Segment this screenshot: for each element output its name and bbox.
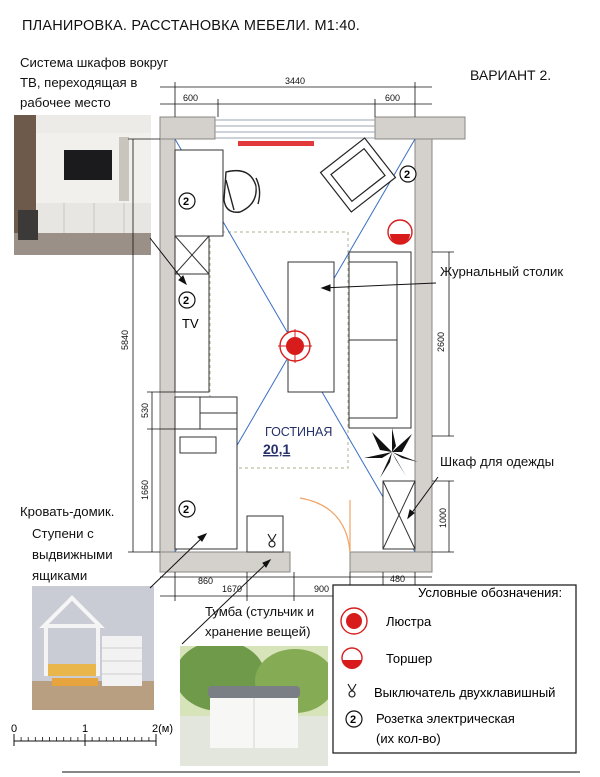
svg-text:480: 480 [390,574,405,584]
tv-system-label-2: ТВ, переходящая в [20,75,138,90]
scale-1: 1 [82,723,88,735]
carpet [209,231,349,469]
room-area: 20,1 [263,441,290,457]
chandelier-icon [278,329,312,363]
bed-house [174,396,238,550]
door-swing [299,497,351,553]
scale-0: 0 [11,723,17,735]
legend-outlet-1: Розетка электрическая [376,711,515,726]
legend-outlet-2: (их кол-во) [376,731,441,746]
svg-text:5840: 5840 [120,330,130,350]
sofa [348,251,412,429]
legend: 2 [332,584,577,754]
tv-system-photo [14,115,151,255]
floor-lamp-icon [387,219,413,245]
bed-label-2: Ступени с [32,526,94,541]
tv-label: TV [182,316,199,331]
desk-chair-icon [223,169,261,213]
svg-text:600: 600 [183,93,198,103]
wardrobe-label: Шкаф для одежды [440,454,555,469]
coffee-table [287,261,335,393]
outlet-count-4: 2 [404,169,410,181]
nightstand-label-1: Тумба (стульчик и [205,604,315,619]
nightstand [246,515,284,553]
svg-text:3440: 3440 [285,76,305,86]
legend-switch: Выключатель двухклавишный [374,685,555,700]
svg-text:2: 2 [350,714,356,726]
coffee-table-label: Журнальный столик [440,264,564,279]
svg-text:2600: 2600 [436,332,446,352]
outlet-icons [178,165,417,518]
legend-floor-lamp: Торшер [386,651,432,666]
window [215,119,375,139]
bed-house-photo [32,586,154,710]
armchair-icon [319,137,397,213]
radiator [238,141,314,146]
bed-label-1: Кровать-домик. [20,504,115,519]
svg-text:600: 600 [385,93,400,103]
bed-label-4: ящиками [32,568,88,583]
nightstand-photo [180,646,328,766]
svg-text:530: 530 [140,403,150,418]
leader-lines [149,237,439,645]
svg-text:860: 860 [198,576,213,586]
tv-system-label-1: Система шкафов вокруг [20,55,169,70]
outlet-count-1: 2 [183,196,189,208]
svg-text:1000: 1000 [438,508,448,528]
variant-label: ВАРИАНТ 2. [470,67,552,83]
legend-title: Условные обозначения: [418,585,562,600]
nightstand-label-2: хранение вещей) [205,624,311,639]
outlet-count-2: 2 [183,295,189,307]
tv-system-label-3: рабочее место [20,95,111,110]
walls [159,116,466,573]
svg-text:1660: 1660 [140,480,150,500]
tv-cabinet [174,149,224,393]
bed-label-3: выдвижными [32,547,113,562]
outlet-count-3: 2 [183,504,189,516]
plant-icon [364,428,418,478]
room-name: ГОСТИНАЯ [265,425,332,439]
scale-2: 2(м) [152,723,173,735]
legend-chandelier: Люстра [386,614,432,629]
svg-text:900: 900 [314,584,329,594]
page-title: ПЛАНИРОВКА. РАССТАНОВКА МЕБЕЛИ. М1:40. [22,18,360,34]
svg-text:1670: 1670 [222,584,242,594]
switch-icon [267,533,277,548]
